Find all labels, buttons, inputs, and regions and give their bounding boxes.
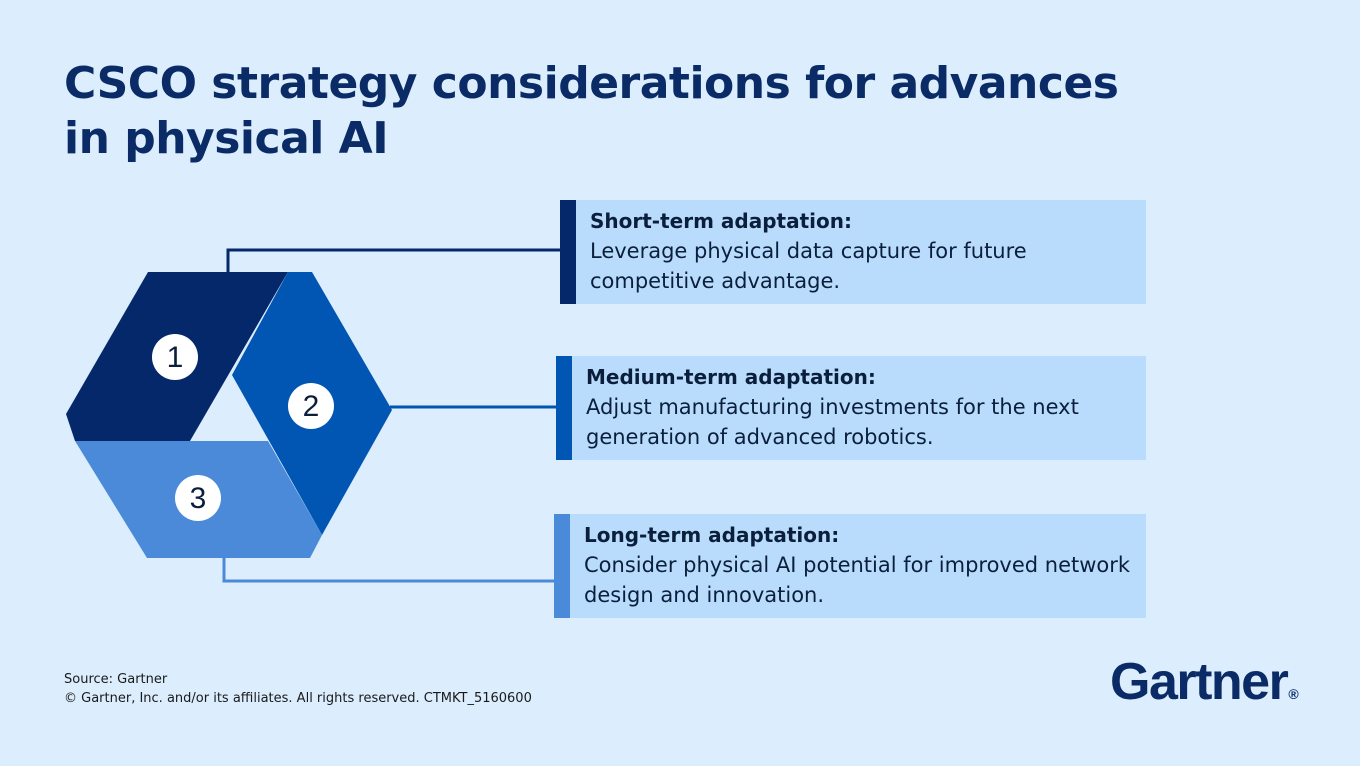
card-title: Short-term adaptation: bbox=[590, 209, 852, 233]
gartner-logo: Gartner® bbox=[1110, 652, 1299, 724]
card-accent-bar bbox=[560, 200, 576, 304]
copyright-note: © Gartner, Inc. and/or its affiliates. A… bbox=[64, 691, 532, 706]
logo-wordmark: Gartner bbox=[1110, 653, 1289, 711]
footer: Source: Gartner © Gartner, Inc. and/or i… bbox=[64, 670, 532, 708]
svg-text:2: 2 bbox=[303, 390, 320, 423]
card-title: Long-term adaptation: bbox=[584, 523, 840, 547]
svg-text:1: 1 bbox=[167, 341, 184, 374]
badge-1: 1 bbox=[152, 334, 198, 380]
badge-3: 3 bbox=[175, 475, 221, 521]
card-title: Medium-term adaptation: bbox=[586, 365, 876, 389]
connector-line-3 bbox=[222, 558, 554, 583]
card-text: Consider physical AI potential for impro… bbox=[584, 553, 1131, 607]
svg-text:3: 3 bbox=[190, 482, 207, 515]
card-long-term: Long-term adaptation: Consider physical … bbox=[554, 514, 1146, 618]
card-text: Adjust manufacturing investments for the… bbox=[586, 395, 1079, 449]
page-title: CSCO strategy considerations for advance… bbox=[64, 58, 1119, 164]
connector-line-1 bbox=[226, 248, 560, 272]
source-note: Source: Gartner bbox=[64, 672, 168, 687]
badge-2: 2 bbox=[288, 383, 334, 429]
card-short-term: Short-term adaptation: Leverage physical… bbox=[560, 200, 1146, 304]
registered-mark: ® bbox=[1288, 686, 1299, 702]
card-accent-bar bbox=[556, 356, 572, 460]
card-medium-term: Medium-term adaptation: Adjust manufactu… bbox=[556, 356, 1146, 460]
card-text: Leverage physical data capture for futur… bbox=[590, 239, 1027, 293]
card-accent-bar bbox=[554, 514, 570, 618]
